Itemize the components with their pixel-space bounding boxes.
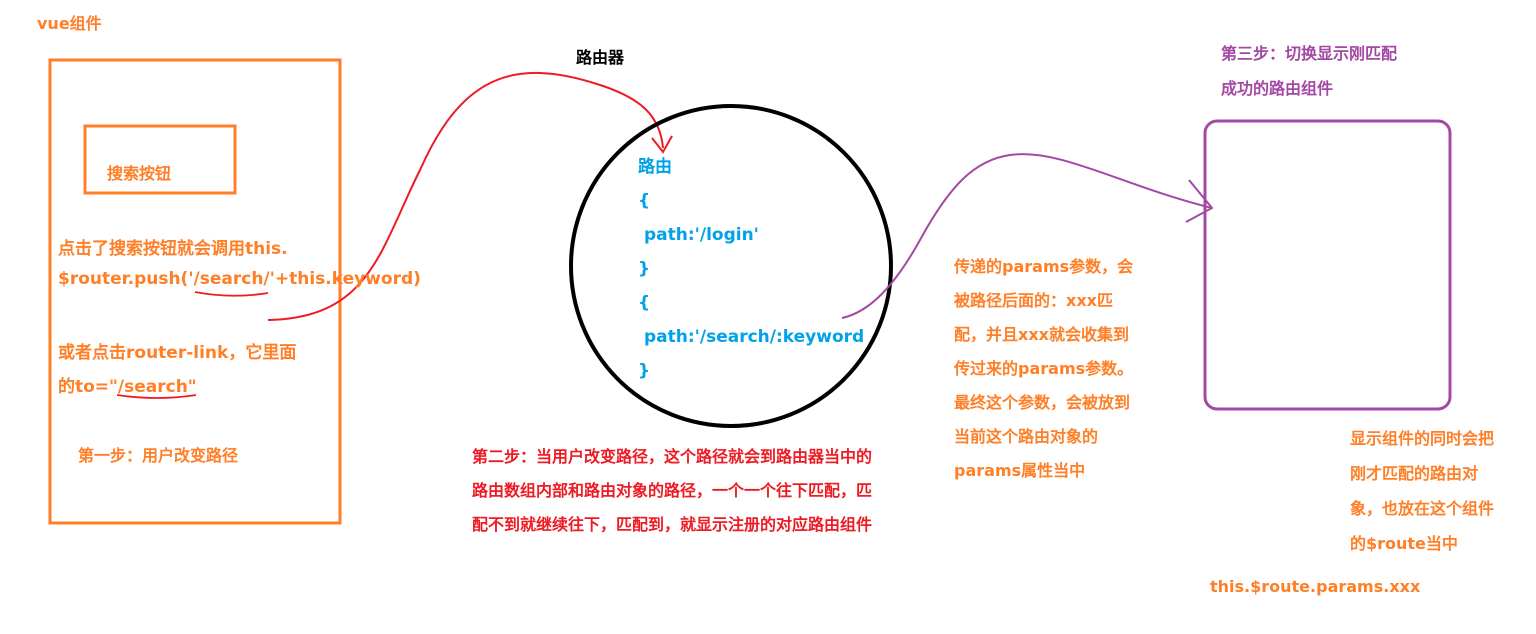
router-title: 路由器 bbox=[576, 48, 625, 67]
code-line: { bbox=[638, 293, 651, 313]
router-config-code: 路由 { path:'/login' } { path:'/search/:ke… bbox=[638, 150, 864, 388]
display-line: 象，也放在这个组件 bbox=[1350, 499, 1495, 518]
code-line: path:'/search/:keyword bbox=[644, 327, 865, 347]
underline-search-link bbox=[116, 394, 197, 399]
params-line: 配，并且xxx就会收集到 bbox=[954, 325, 1129, 344]
router-link-line1: 或者点击router-link，它里面 bbox=[58, 343, 297, 363]
purple-arrow-head bbox=[1185, 179, 1214, 223]
step2-description: 第二步：当用户改变路径，这个路径就会到路由器当中的 路由数组内部和路由对象的路径… bbox=[472, 440, 872, 542]
code-line: 路由 bbox=[638, 157, 672, 177]
params-line: 传过来的params参数。 bbox=[954, 359, 1134, 378]
params-note: 传递的params参数，会 被路径后面的：xxx匹 配，并且xxx就会收集到 传… bbox=[954, 250, 1133, 488]
code-line: { bbox=[638, 191, 651, 211]
display-note: 显示组件的同时会把 刚才匹配的路由对 象，也放在这个组件 的$route当中 bbox=[1350, 421, 1494, 561]
red-arrow-head bbox=[651, 135, 673, 154]
display-line: 显示组件的同时会把 bbox=[1350, 429, 1495, 448]
search-button-label[interactable]: 搜索按钮 bbox=[107, 164, 172, 183]
params-line: params属性当中 bbox=[954, 461, 1086, 480]
router-link-line2: 的to="/search" bbox=[58, 377, 197, 397]
display-line: 刚才匹配的路由对 bbox=[1350, 464, 1479, 483]
search-button-box bbox=[83, 124, 237, 195]
router-circle bbox=[569, 104, 893, 428]
purple-curve-arrow bbox=[841, 153, 1213, 319]
code-line: path:'/login' bbox=[644, 225, 759, 245]
step2-line: 路由数组内部和路由对象的路径，一个一个往下匹配，匹 bbox=[472, 481, 873, 500]
route-params-expression: this.$route.params.xxx bbox=[1210, 577, 1421, 596]
red-curve-arrow bbox=[267, 71, 664, 321]
underline-search-path bbox=[194, 291, 269, 297]
step3-line: 第三步：切换显示刚匹配 bbox=[1221, 44, 1398, 63]
params-line: 当前这个路由对象的 bbox=[954, 427, 1099, 446]
display-line: 的$route当中 bbox=[1350, 534, 1458, 553]
step3-line: 成功的路由组件 bbox=[1221, 79, 1334, 98]
params-line: 传递的params参数，会 bbox=[954, 257, 1134, 276]
params-line: 被路径后面的：xxx匹 bbox=[954, 291, 1113, 310]
vue-component-title: vue组件 bbox=[37, 14, 102, 33]
vue-component-box bbox=[48, 58, 342, 525]
code-line: } bbox=[638, 259, 651, 279]
step2-line: 配不到就继续往下，匹配到，就显示注册的对应路由组件 bbox=[472, 515, 873, 534]
step2-line: 第二步：当用户改变路径，这个路径就会到路由器当中的 bbox=[472, 447, 873, 466]
click-description-line1: 点击了搜索按钮就会调用this. bbox=[58, 239, 288, 259]
route-display-box bbox=[1203, 119, 1452, 411]
step3-label: 第三步：切换显示刚匹配 成功的路由组件 bbox=[1221, 36, 1397, 106]
code-line: } bbox=[638, 361, 651, 381]
params-line: 最终这个参数，会被放到 bbox=[954, 393, 1131, 412]
click-description-line2: $router.push('/search/'+this.keyword) bbox=[58, 269, 421, 289]
step1-label: 第一步：用户改变路径 bbox=[78, 446, 239, 465]
